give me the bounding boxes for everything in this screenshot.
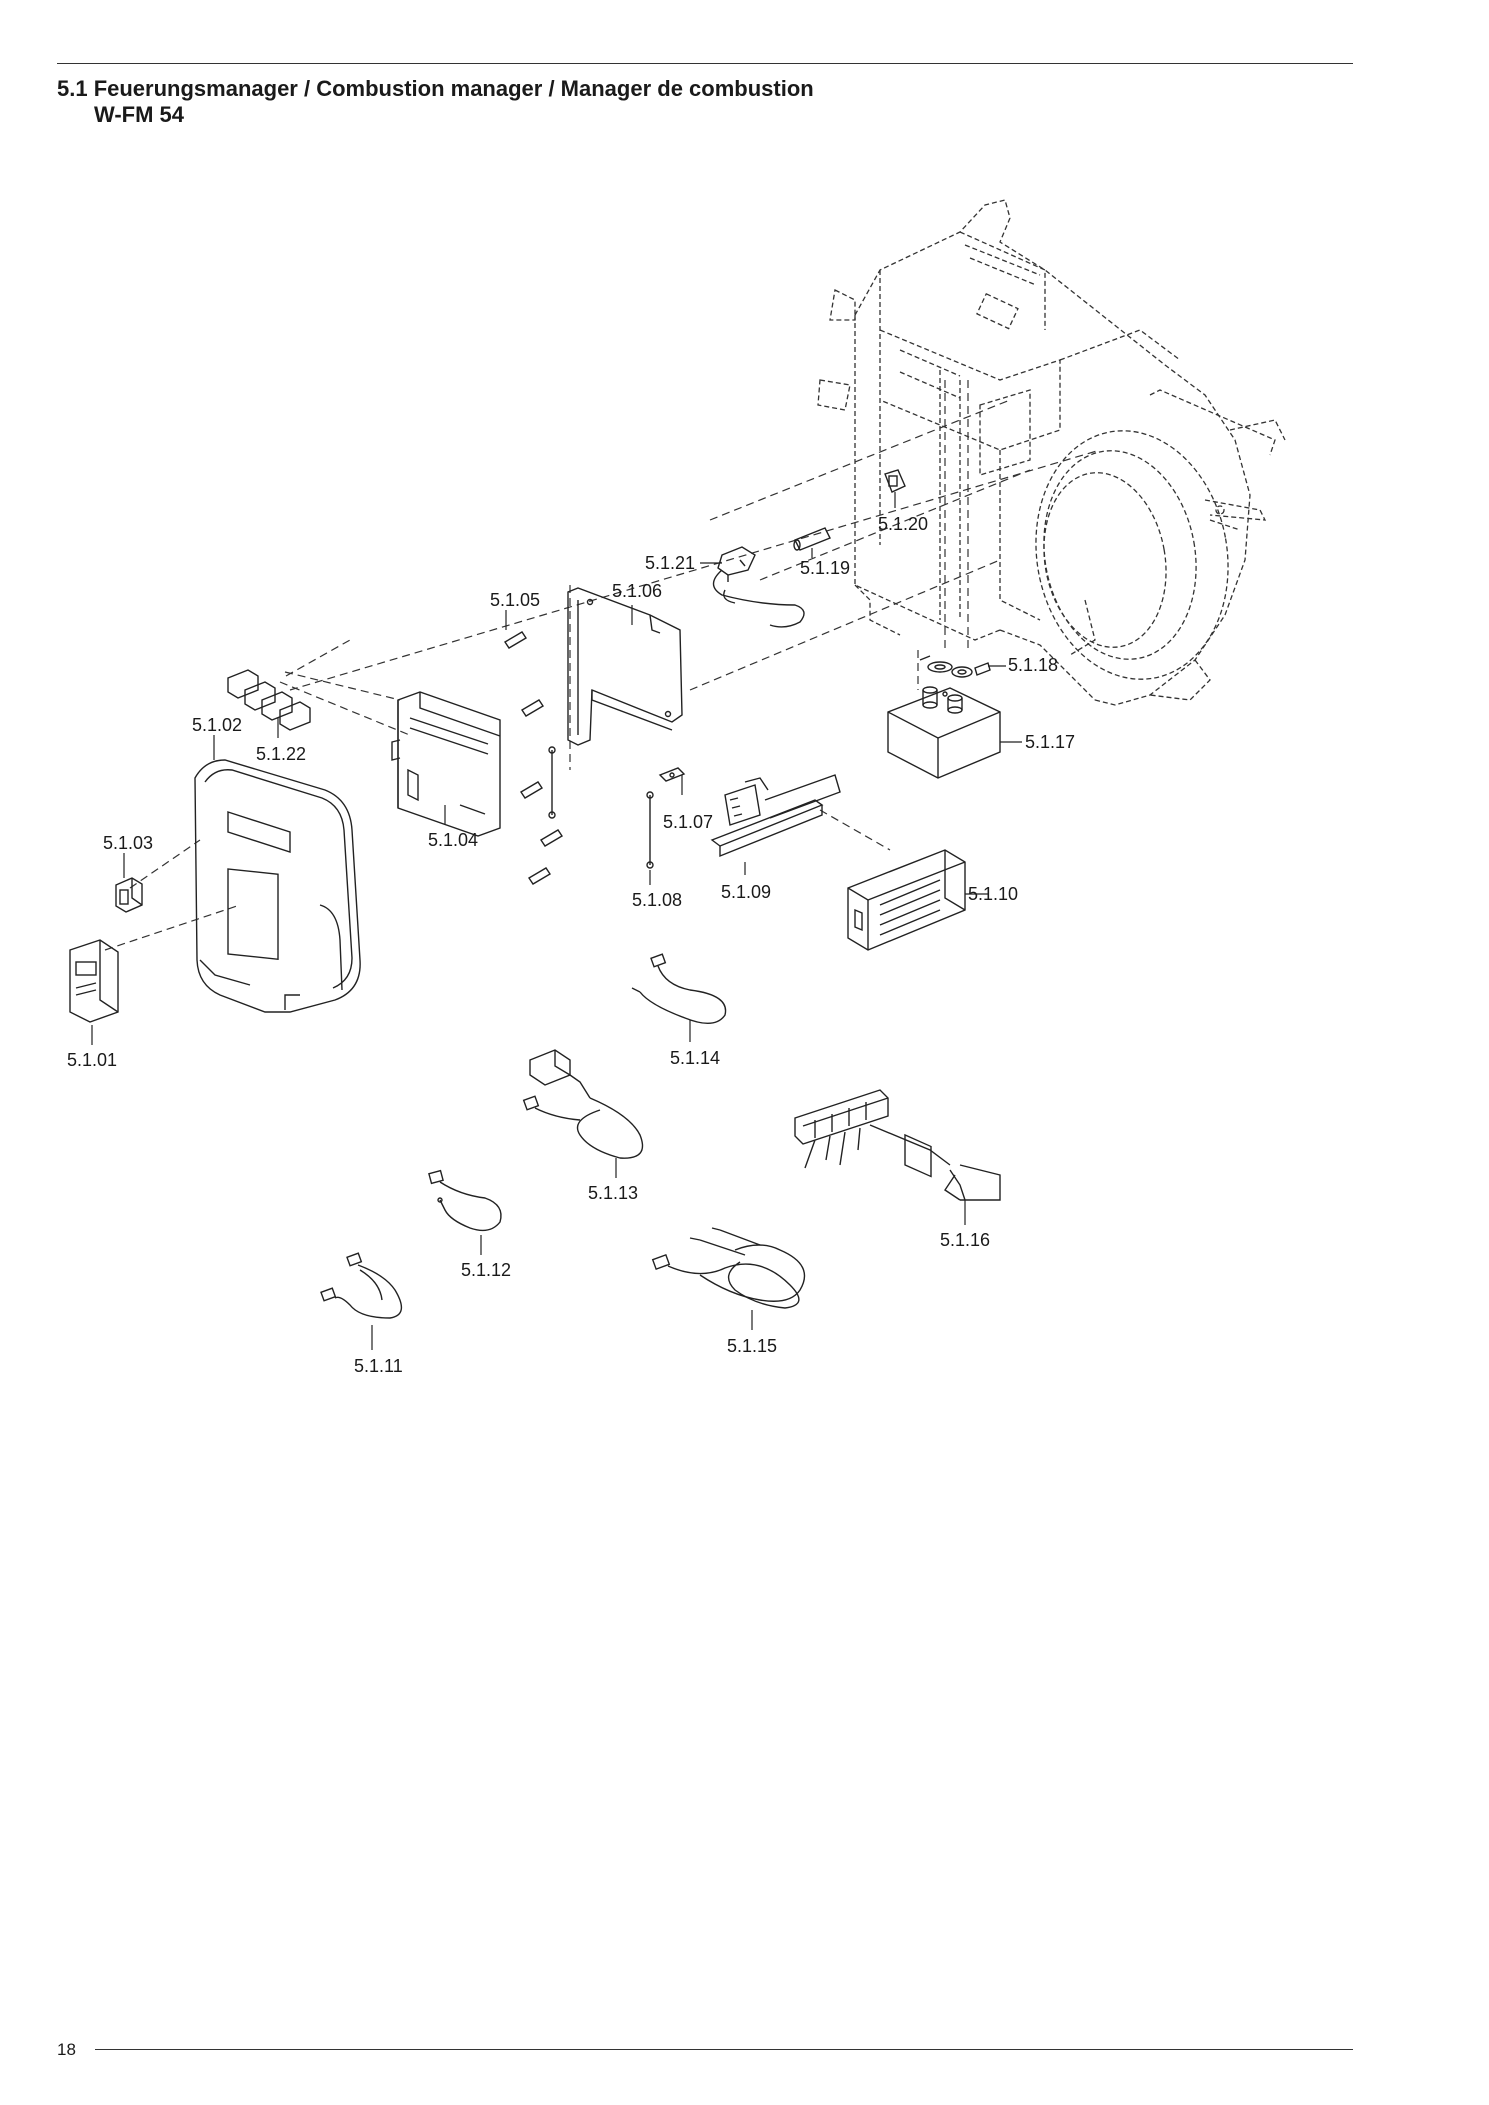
title-line-1: 5.1 Feuerungsmanager / Combustion manage… (57, 76, 814, 101)
label-5-1-10: 5.1.10 (968, 884, 1018, 904)
part-5-1-20-sight-glass (884, 469, 906, 493)
burner-housing-outline (817, 199, 1286, 706)
label-5-1-12: 5.1.12 (461, 1260, 511, 1280)
label-5-1-20: 5.1.20 (878, 514, 928, 534)
label-5-1-14: 5.1.14 (670, 1048, 720, 1068)
label-leaders (91, 492, 1022, 1350)
part-5-1-04-control-unit (391, 691, 501, 837)
label-5-1-08: 5.1.08 (632, 890, 682, 910)
part-5-1-05-spacers (504, 631, 563, 885)
part-5-1-12-cable (428, 1169, 502, 1232)
part-5-1-07-clip (658, 767, 686, 782)
label-5-1-06: 5.1.06 (612, 581, 662, 601)
label-5-1-13: 5.1.13 (588, 1183, 638, 1203)
part-5-1-10-power-module (847, 849, 966, 951)
part-5-1-15-cables (651, 1227, 806, 1309)
label-5-1-02: 5.1.02 (192, 715, 242, 735)
part-5-1-18-washers (919, 655, 991, 678)
part-5-1-08-electrode (548, 746, 654, 869)
label-5-1-11: 5.1.11 (354, 1356, 403, 1376)
label-5-1-05: 5.1.05 (490, 590, 540, 610)
label-5-1-09: 5.1.09 (721, 882, 771, 902)
bottom-rule (95, 2049, 1353, 2050)
part-5-1-16-wiring-harness (794, 1089, 1001, 1201)
part-5-1-03-switch (115, 877, 143, 913)
label-5-1-16: 5.1.16 (940, 1230, 990, 1250)
label-5-1-01: 5.1.01 (67, 1050, 117, 1070)
part-5-1-13-cable (522, 1049, 644, 1159)
title-line-2: W-FM 54 (94, 102, 184, 127)
label-5-1-15: 5.1.15 (727, 1336, 777, 1356)
label-5-1-18: 5.1.18 (1008, 655, 1058, 675)
label-5-1-21: 5.1.21 (645, 553, 695, 573)
label-5-1-17: 5.1.17 (1025, 732, 1075, 752)
part-5-1-02-housing-cover (194, 759, 361, 1013)
part-5-1-21-sensor (712, 546, 805, 628)
part-5-1-06-mounting-plate (567, 587, 683, 746)
label-5-1-07: 5.1.07 (663, 812, 713, 832)
assembly-lines (104, 380, 1101, 951)
part-5-1-11-cable (320, 1252, 403, 1319)
page-number: 18 (57, 2040, 76, 2059)
label-5-1-04: 5.1.04 (428, 830, 478, 850)
top-rule (57, 63, 1353, 64)
part-5-1-22-connectors (227, 669, 311, 731)
part-5-1-09-rail (710, 774, 841, 858)
label-5-1-03: 5.1.03 (103, 833, 153, 853)
part-5-1-17-ignition-transformer (887, 686, 1001, 1178)
part-labels: 5.1.01 5.1.02 5.1.03 5.1.04 5.1.05 5.1.0… (67, 514, 1075, 1376)
part-5-1-14-cable (631, 953, 727, 1024)
part-5-1-19-fuse (793, 527, 831, 551)
part-5-1-01-display (69, 939, 119, 1023)
label-5-1-19: 5.1.19 (800, 558, 850, 578)
page-title: 5.1 Feuerungsmanager / Combustion manage… (57, 76, 814, 128)
label-5-1-22: 5.1.22 (256, 744, 306, 764)
